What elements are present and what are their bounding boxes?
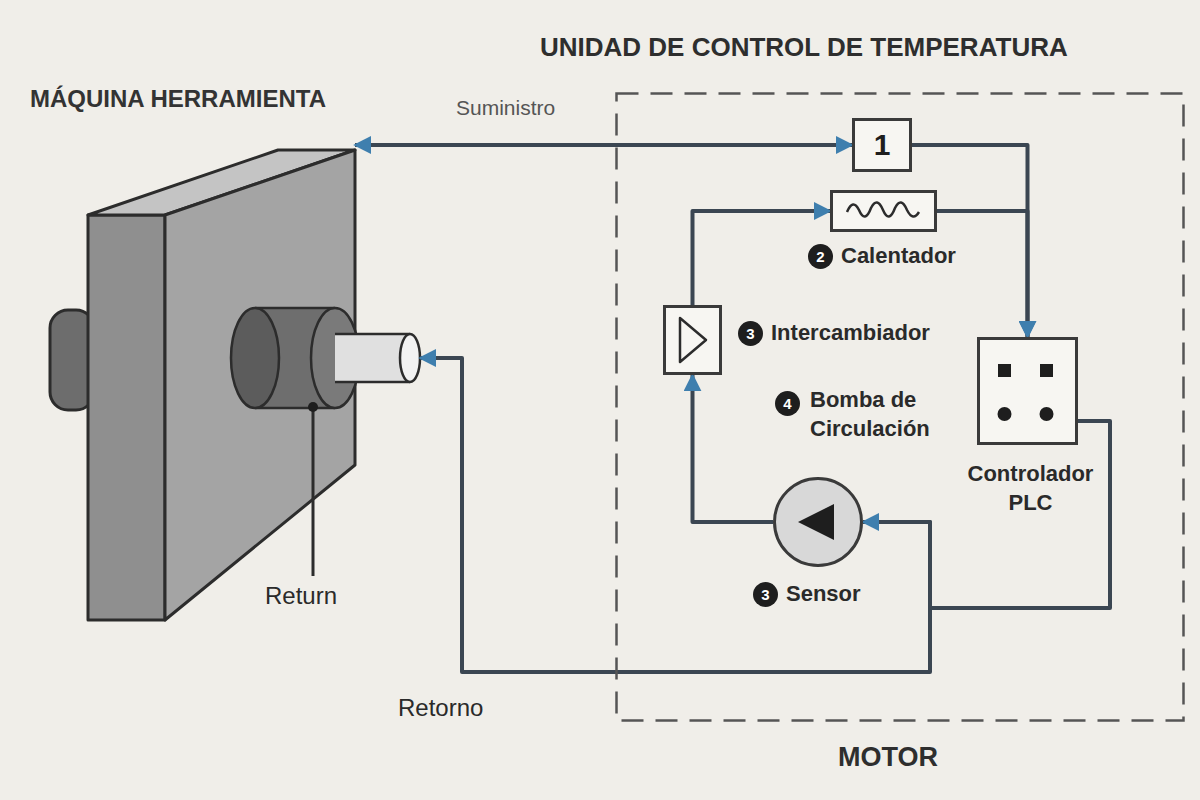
part-label: Bomba de Circulación bbox=[810, 386, 970, 443]
shaft-edge bbox=[335, 333, 410, 336]
plc-symbol bbox=[980, 340, 1075, 442]
pipe-connector bbox=[693, 375, 774, 522]
pump-circle: 3Sensor bbox=[773, 477, 863, 567]
connector-label: Retorno bbox=[398, 694, 483, 722]
component-box: 1 bbox=[852, 118, 912, 172]
machine-tool: MÁQUINA HERRAMIENTA bbox=[30, 85, 420, 625]
leader-dot bbox=[308, 402, 318, 412]
spindle-back bbox=[231, 308, 279, 408]
plc-box: Controlador PLC bbox=[977, 337, 1078, 445]
exchanger-symbol bbox=[666, 308, 719, 372]
node-label: UNIDAD DE CONTROL DE TEMPERATURA bbox=[540, 32, 1068, 63]
node-label: Calentador bbox=[841, 243, 956, 269]
machine-side bbox=[88, 215, 165, 620]
node-label: Intercambiador bbox=[771, 320, 930, 346]
leader-line bbox=[312, 407, 315, 576]
label-group: 2 Calentador bbox=[808, 243, 956, 269]
pipe-connector bbox=[937, 211, 1028, 337]
callout-number: 2 bbox=[808, 244, 833, 269]
label-group: MÁQUINA HERRAMIENTA bbox=[30, 85, 326, 113]
part-label: Return bbox=[265, 582, 337, 610]
callout-number: 3 bbox=[738, 321, 763, 346]
label-group: 3 Intercambiador bbox=[738, 320, 930, 346]
label-group: 1 bbox=[855, 121, 909, 169]
node-label: 1 bbox=[874, 128, 891, 162]
node-label: Controlador PLC bbox=[955, 460, 1106, 517]
spindle-edge bbox=[255, 307, 335, 310]
pipe-connector bbox=[912, 145, 1028, 337]
section-label: MOTOR bbox=[838, 742, 938, 773]
label-group: 3 Sensor bbox=[753, 581, 861, 607]
node-label: Sensor bbox=[786, 581, 861, 607]
pipe-connector bbox=[863, 421, 1110, 608]
pipe-connector bbox=[355, 143, 852, 147]
callout-number: 3 bbox=[753, 582, 778, 607]
label-group: Controlador PLC bbox=[955, 460, 1106, 517]
pump-symbol bbox=[776, 480, 860, 564]
shaft-edge bbox=[335, 381, 410, 384]
label-group: UNIDAD DE CONTROL DE TEMPERATURA bbox=[540, 32, 1068, 63]
callout-number: 4 bbox=[775, 391, 800, 416]
shaft-end bbox=[400, 334, 420, 382]
resistor-symbol bbox=[833, 193, 934, 229]
heater-box: 2Calentador bbox=[830, 190, 937, 232]
spindle-edge bbox=[255, 407, 335, 410]
connector-label: Suministro bbox=[456, 96, 555, 120]
exchanger-box: 3Intercambiador bbox=[663, 305, 722, 375]
node-label: MÁQUINA HERRAMIENTA bbox=[30, 85, 326, 113]
